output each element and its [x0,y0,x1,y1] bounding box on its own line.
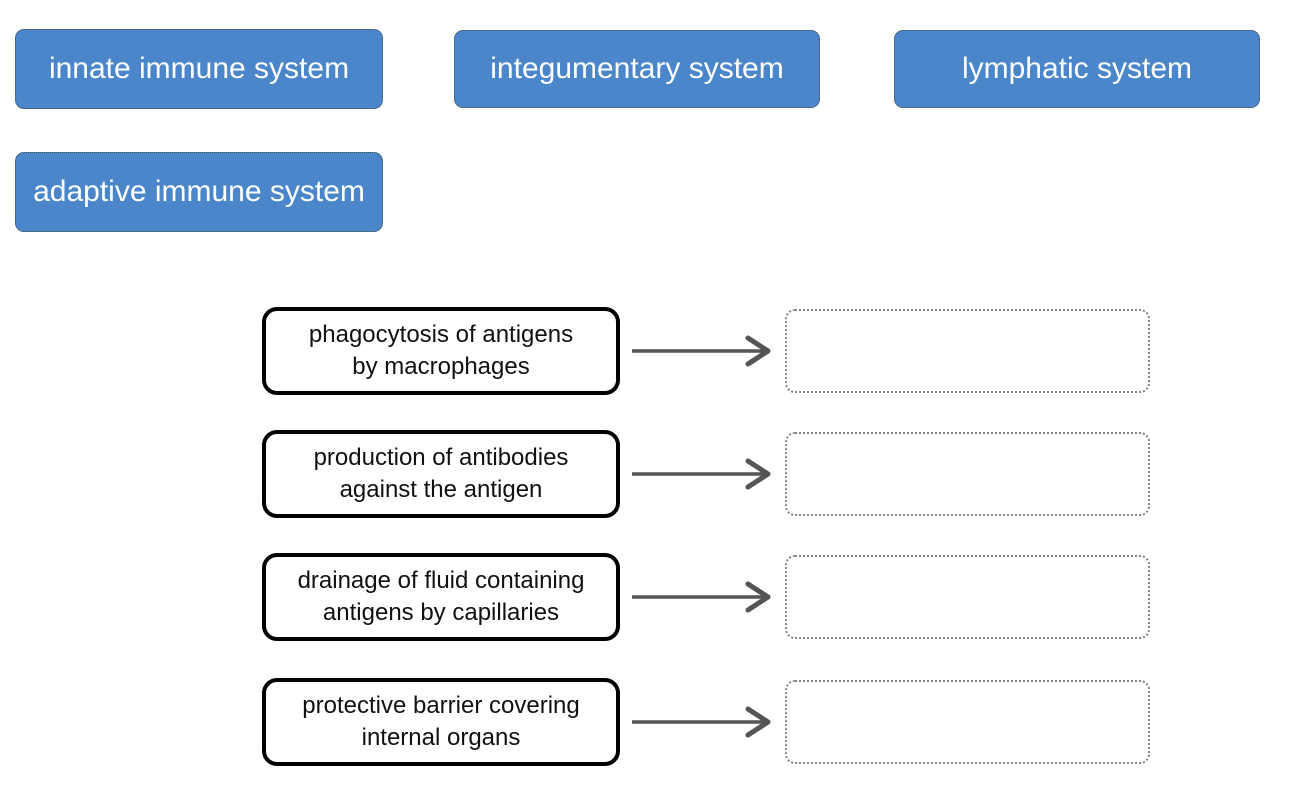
chip-label: integumentary system [490,52,784,85]
chip-label: lymphatic system [961,52,1193,85]
chip-innate-immune-system[interactable]: innate immune system [15,29,383,109]
right-arrow-icon [632,335,771,367]
chip-label: adaptive immune system [33,175,365,208]
match-row-4: protective barrier covering internal org… [262,678,1152,766]
drop-zone-4[interactable] [785,680,1150,764]
description-text: drainage of fluid containing antigens by… [297,566,585,626]
right-arrow-icon [632,458,771,490]
match-row-3: drainage of fluid containing antigens by… [262,553,1152,641]
drop-zone-2[interactable] [785,432,1150,516]
match-row-2: production of antibodies against the ant… [262,430,1152,518]
match-row-1: phagocytosis of antigens by macrophages [262,307,1152,395]
chip-lymphatic-system[interactable]: lymphatic system [894,30,1260,108]
right-arrow-icon [632,581,771,613]
description-box-antibodies: production of antibodies against the ant… [262,430,620,518]
description-box-phagocytosis: phagocytosis of antigens by macrophages [262,307,620,395]
drop-zone-3[interactable] [785,555,1150,639]
description-box-barrier: protective barrier covering internal org… [262,678,620,766]
description-text: production of antibodies against the ant… [313,443,569,503]
description-box-drainage: drainage of fluid containing antigens by… [262,553,620,641]
chip-label: innate immune system [48,52,350,85]
right-arrow-icon [632,706,771,738]
chip-integumentary-system[interactable]: integumentary system [454,30,820,108]
description-text: phagocytosis of antigens by macrophages [308,320,574,380]
drop-zone-1[interactable] [785,309,1150,393]
chip-adaptive-immune-system[interactable]: adaptive immune system [15,152,383,232]
description-text: protective barrier covering internal org… [302,691,580,751]
